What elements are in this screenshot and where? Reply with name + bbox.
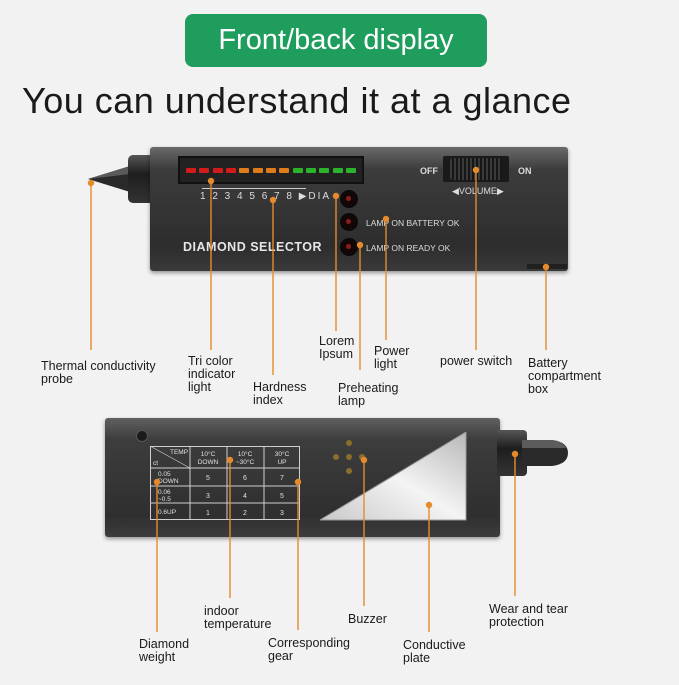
dia-lamp: [340, 190, 358, 208]
device-name: DIAMOND SELECTOR: [183, 240, 323, 254]
conductive-plate: [320, 432, 467, 521]
battery-lamp: [340, 213, 358, 231]
buzzer-hole: [346, 454, 352, 460]
probe-tip-icon: [88, 166, 130, 192]
table-cell: 3: [206, 493, 210, 500]
row-header-2b: ~0.5: [158, 496, 171, 503]
buzzer-hole: [359, 454, 365, 460]
buzzer-hole: [346, 440, 352, 446]
ready-lamp: [340, 238, 358, 256]
probe-grip: [128, 155, 152, 203]
led-segment: [265, 167, 276, 173]
hardness-scale: 1 2 3 4 5 6 7 8 ▶DIA: [200, 191, 332, 202]
col-header-1a: 10°C: [201, 450, 216, 458]
table-cell: 3: [280, 510, 284, 517]
led-segment: [292, 167, 303, 173]
col-header-2a: 10°C: [238, 450, 253, 458]
table-cell: 6: [243, 475, 247, 482]
table-cell: 5: [206, 475, 210, 482]
callout-power-switch: power switch: [440, 354, 513, 368]
buzzer-hole: [346, 468, 352, 474]
table-cell: 5: [280, 493, 284, 500]
led-segment: [279, 167, 290, 173]
led-segment: [305, 167, 316, 173]
led-segment: [225, 167, 236, 173]
led-segment: [345, 167, 356, 173]
led-segment: [319, 167, 330, 173]
led-segment: [252, 167, 263, 173]
led-segment: [239, 167, 250, 173]
led-segment: [186, 167, 196, 173]
lamp-battery-label: LAMP ON BATTERY OK: [366, 218, 460, 228]
headline: You can understand it at a glance: [22, 80, 572, 121]
gear-table: TEMP ct 10°C DOWN 10°C ~30°C 30°C UP 0.0…: [150, 446, 300, 520]
col-header-2b: ~30°C: [236, 458, 255, 466]
row-header-2a: 0.06: [158, 489, 171, 496]
row-header-3: 0.6UP: [158, 509, 176, 516]
led-segment: [332, 167, 343, 173]
switch-off-label: OFF: [420, 166, 438, 176]
title-badge: Front/back display: [185, 14, 487, 67]
switch-on-label: ON: [518, 166, 532, 176]
protection-cap-icon: [522, 440, 568, 466]
buzzer-hole: [333, 454, 339, 460]
col-header-1b: DOWN: [198, 459, 219, 466]
table-cell: 2: [243, 510, 247, 517]
col-header-3b: UP: [277, 459, 286, 466]
row-header-1b: DOWN: [158, 478, 179, 485]
table-cell: 4: [243, 493, 247, 500]
table-temp: TEMP: [170, 449, 188, 456]
volume-label: ◀VOLUME▶: [452, 186, 504, 196]
lamp-ready-label: LAMP ON READY OK: [366, 243, 451, 253]
col-header-3a: 30°C: [275, 450, 290, 458]
table-ct: ct: [153, 460, 158, 467]
row-header-1a: 0.05: [158, 471, 171, 478]
led-segment: [212, 167, 223, 173]
hardness-scale-line: [202, 188, 306, 189]
table-cell: 1: [206, 510, 210, 517]
callout-buzzer: Buzzer: [348, 612, 387, 626]
led-segment: [199, 167, 210, 173]
table-cell: 7: [280, 475, 284, 482]
screw-icon: [136, 430, 148, 442]
